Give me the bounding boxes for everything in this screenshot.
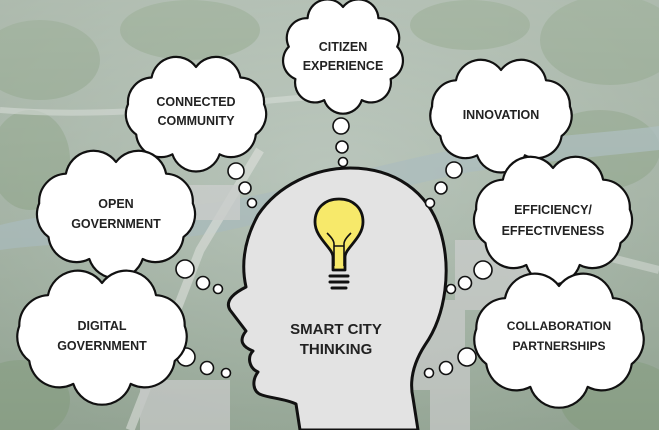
cloud-efficiency-effectiveness: EFFICIENCY/EFFECTIVENESS xyxy=(472,155,634,286)
cloud-innovation: INNOVATION xyxy=(429,58,573,174)
cloud-label-line2: GOVERNMENT xyxy=(57,339,147,353)
cloud-label-line1: OPEN xyxy=(98,197,133,211)
cloud-shape xyxy=(124,55,268,173)
thought-dot xyxy=(238,181,252,195)
cloud-label-line1: DIGITAL xyxy=(77,319,126,333)
cloud-label-line2: EFFECTIVENESS xyxy=(502,224,605,238)
cloud-citizen-experience: CITIZEN EXPERIENCE xyxy=(281,0,405,115)
thought-dot xyxy=(212,283,224,295)
cloud-label-line2: COMMUNITY xyxy=(157,114,235,128)
cloud-shape xyxy=(281,0,405,115)
center-title-line2: THINKING xyxy=(300,341,373,358)
head-silhouette xyxy=(227,166,448,430)
thought-dot xyxy=(434,181,448,195)
cloud-label-line2: GOVERNMENT xyxy=(71,217,161,231)
thought-dot xyxy=(199,360,215,376)
thought-dot xyxy=(335,140,349,154)
cloud-label-line1: CONNECTED xyxy=(156,95,235,109)
thought-dot xyxy=(220,367,232,379)
thought-dots xyxy=(175,117,493,379)
thought-dot xyxy=(332,117,350,135)
thought-dot xyxy=(175,259,195,279)
thought-dot xyxy=(445,283,457,295)
cloud-connected-community: CONNECTED COMMUNITY xyxy=(124,55,268,173)
thought-dot xyxy=(195,275,211,291)
thought-dot xyxy=(227,162,245,180)
cloud-shape xyxy=(16,269,188,406)
cloud-label-line2: EXPERIENCE xyxy=(303,59,384,73)
thought-dot xyxy=(438,360,454,376)
lightbulb-icon xyxy=(313,197,365,290)
cloud-label-line1: COLLABORATION xyxy=(507,319,611,333)
thought-dot xyxy=(246,197,258,209)
cloud-open-government: OPEN GOVERNMENT xyxy=(35,149,197,280)
cloud-label-line1: CITIZEN xyxy=(319,40,368,54)
thought-dot xyxy=(457,275,473,291)
thought-dot xyxy=(424,197,436,209)
center-title-line1: SMART CITY xyxy=(290,321,382,338)
thought-dot xyxy=(337,156,349,168)
thought-dot xyxy=(457,347,477,367)
thought-dot xyxy=(423,367,435,379)
cloud-label-line1: EFFICIENCY/ xyxy=(514,203,592,217)
cloud-digital-government: DIGITAL GOVERNMENT xyxy=(16,269,188,406)
cloud-collaboration-partnerships: COLLABORATION PARTNERSHIPS xyxy=(473,272,645,409)
thought-dot xyxy=(473,260,493,280)
cloud-label-line1: INNOVATION xyxy=(463,108,540,122)
thought-dot xyxy=(445,161,463,179)
cloud-label-line2: PARTNERSHIPS xyxy=(512,339,605,353)
cloud-layer: CITIZEN EXPERIENCE CONNECTED COMMUNITY INNOV… xyxy=(16,0,645,409)
cloud-shape xyxy=(473,272,645,409)
cloud-shape xyxy=(429,58,573,174)
